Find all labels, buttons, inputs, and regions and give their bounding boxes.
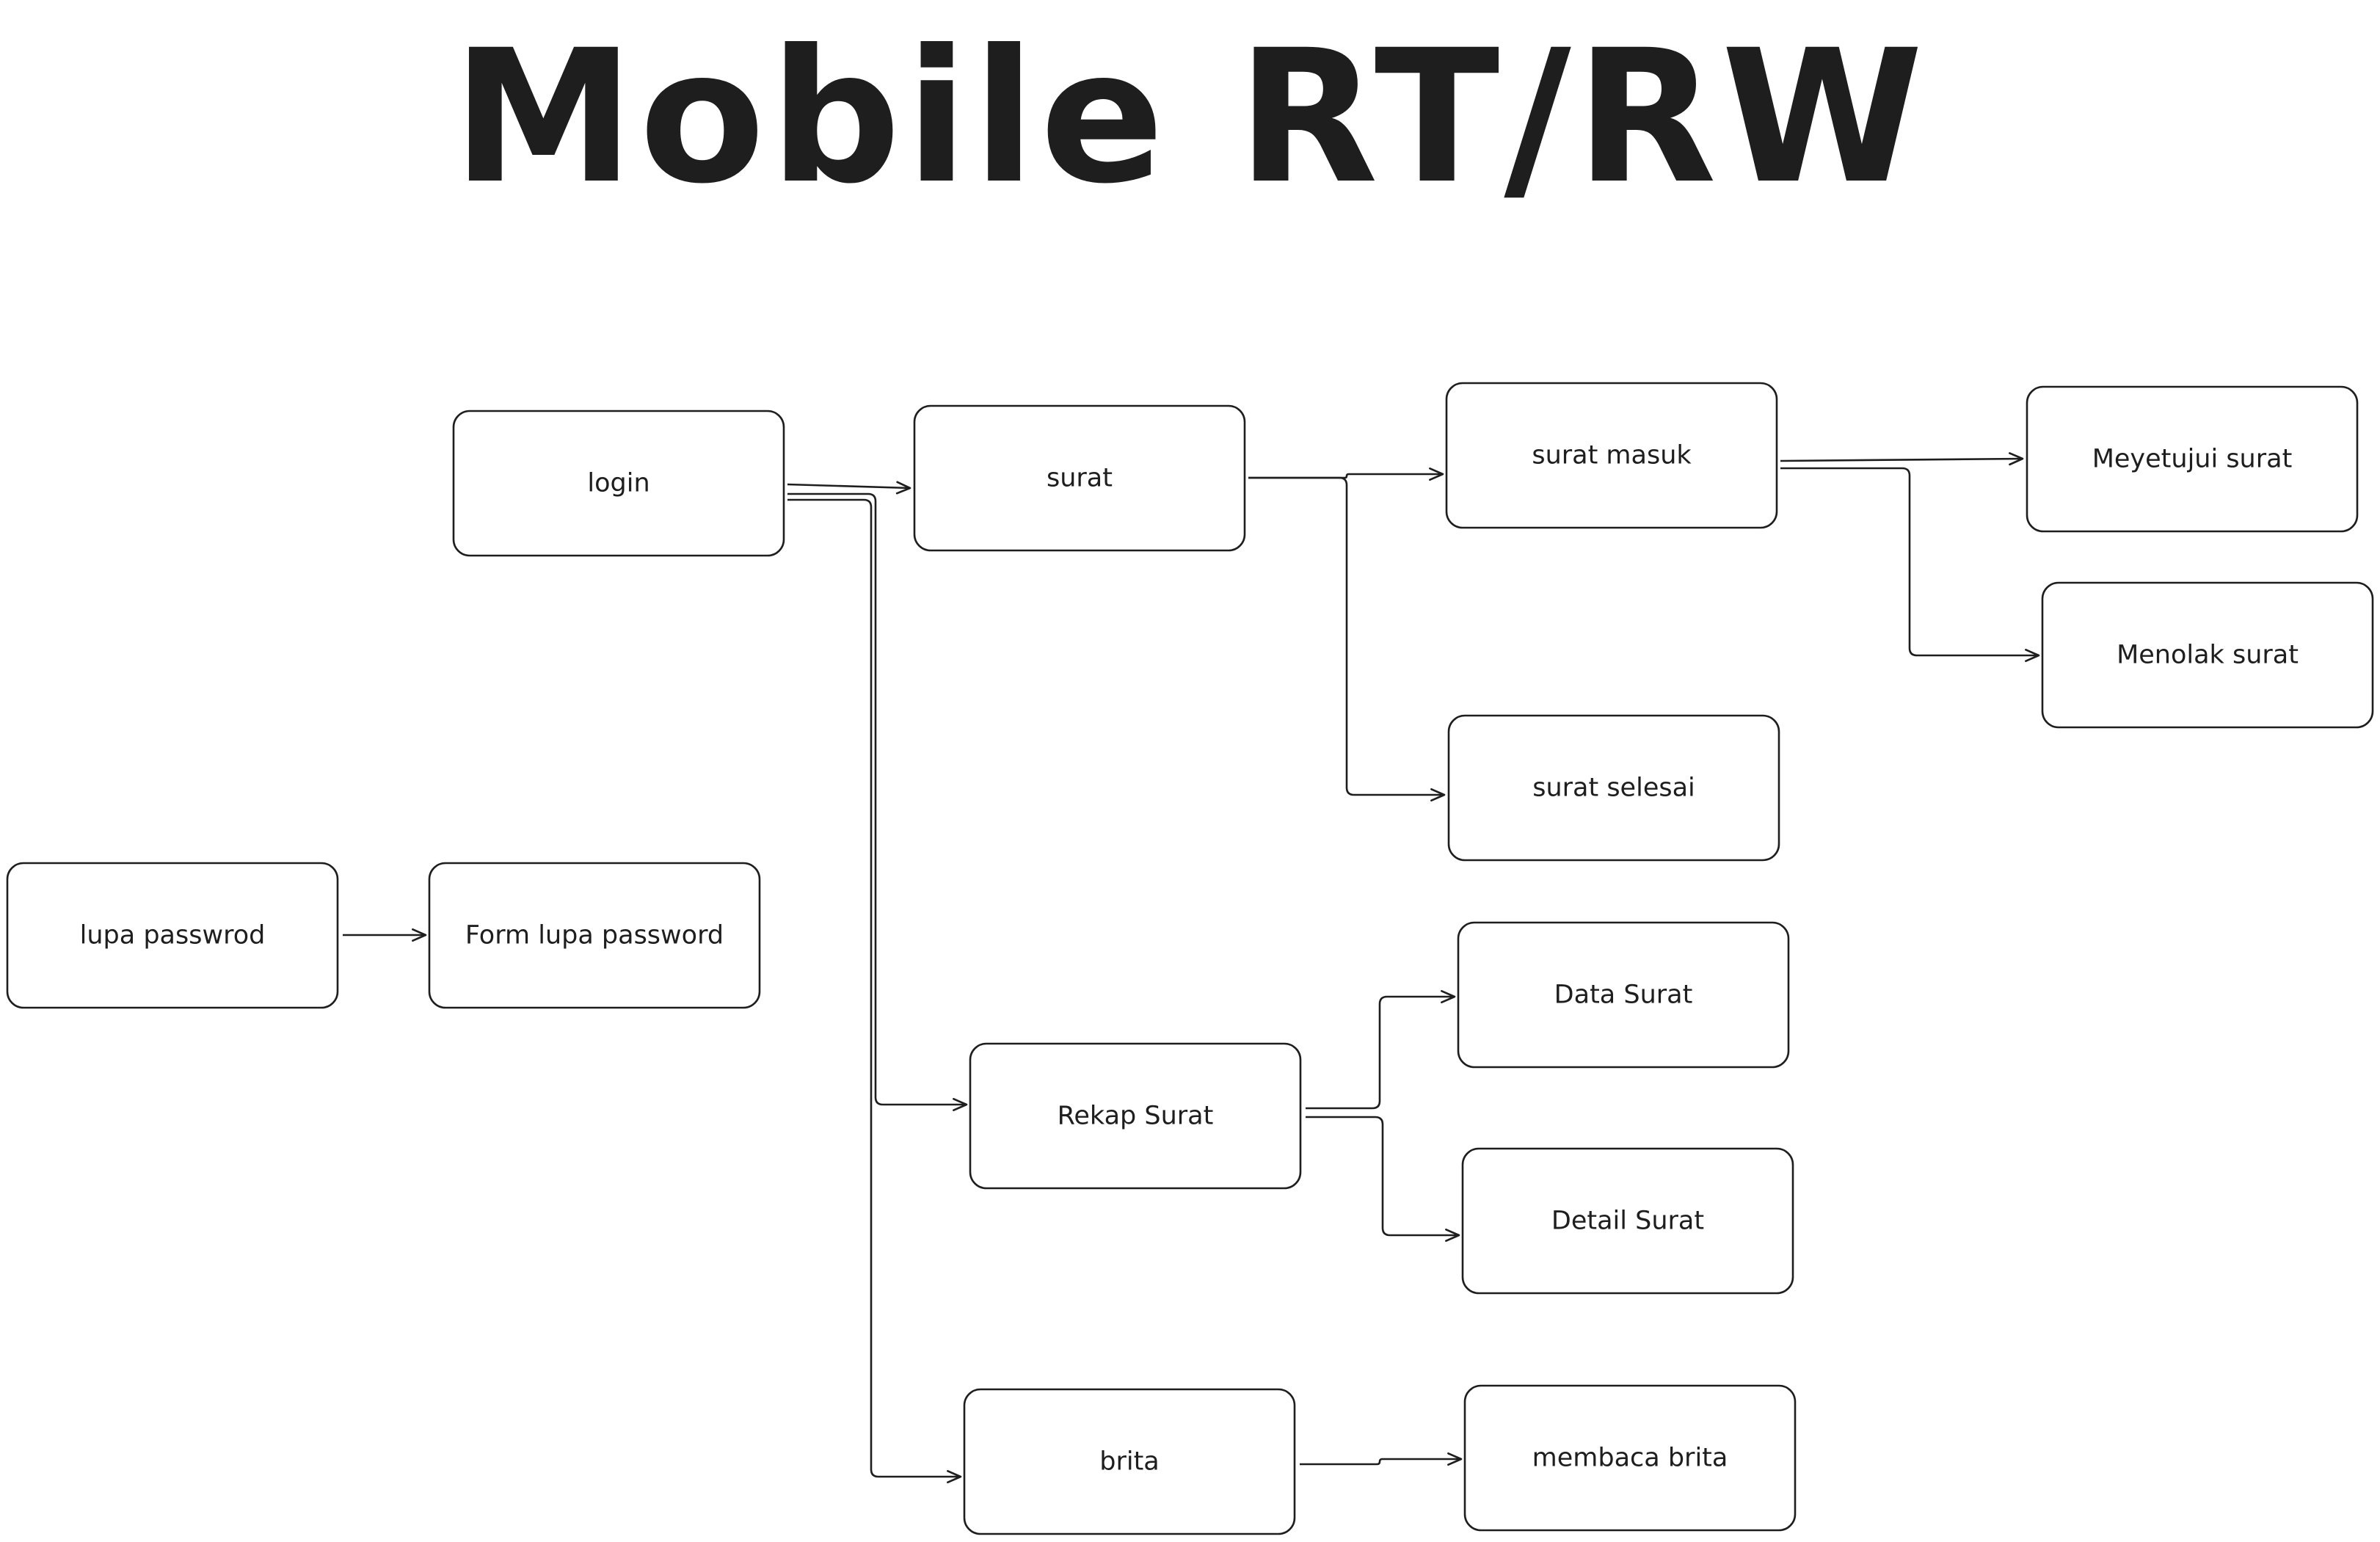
node-box bbox=[1445, 382, 1778, 529]
edge-surat-masuk-to-meyetujui-surat bbox=[1780, 452, 2024, 466]
node-box bbox=[1461, 1147, 1794, 1295]
edge-login-to-brita bbox=[787, 498, 962, 1484]
edge-brita-to-membaca-brita bbox=[1300, 1452, 1463, 1466]
node-label: surat bbox=[1047, 464, 1113, 493]
node-detail-surat: Detail Surat bbox=[1461, 1147, 1794, 1295]
node-surat: surat bbox=[913, 404, 1246, 552]
edge-rekap-surat-to-detail-surat bbox=[1306, 1116, 1460, 1243]
node-membaca-brita: membaca brita bbox=[1463, 1384, 1797, 1532]
node-label: surat selesai bbox=[1532, 774, 1695, 803]
diagram-title: Mobile RT/RW bbox=[452, 10, 1928, 224]
node-box bbox=[1447, 714, 1780, 862]
node-label: Rekap Surat bbox=[1058, 1102, 1214, 1131]
node-box bbox=[452, 410, 785, 557]
node-box bbox=[963, 1388, 1296, 1535]
node-surat-masuk: surat masuk bbox=[1445, 382, 1778, 529]
edge-surat-to-surat-selesai bbox=[1248, 476, 1446, 802]
node-label: Menolak surat bbox=[2117, 641, 2299, 670]
node-label: brita bbox=[1099, 1447, 1160, 1477]
node-box bbox=[1457, 921, 1790, 1069]
edge-surat-masuk-to-menolak-surat bbox=[1780, 467, 2040, 663]
node-form-lupa-password: Form lupa password bbox=[428, 862, 761, 1009]
node-lupa-passwrod: lupa passwrod bbox=[6, 862, 339, 1009]
node-data-surat: Data Surat bbox=[1457, 921, 1790, 1069]
node-box bbox=[2026, 385, 2359, 533]
node-label: membaca brita bbox=[1532, 1444, 1728, 1473]
edge-rekap-surat-to-data-surat bbox=[1306, 989, 1456, 1110]
node-surat-selesai: surat selesai bbox=[1447, 714, 1780, 862]
node-login: login bbox=[452, 410, 785, 557]
node-brita: brita bbox=[963, 1388, 1296, 1535]
node-box bbox=[428, 862, 761, 1009]
node-label: login bbox=[587, 469, 649, 498]
node-box bbox=[6, 862, 339, 1009]
node-label: Form lupa password bbox=[465, 921, 724, 950]
node-label: Meyetujui surat bbox=[2092, 445, 2293, 474]
nodes: login surat surat masuk Meyetujui suratMeno… bbox=[6, 382, 2374, 1535]
edges bbox=[343, 452, 2040, 1484]
node-label: Detail Surat bbox=[1551, 1207, 1704, 1236]
edge-login-to-rekap-surat bbox=[787, 492, 968, 1112]
node-box bbox=[2041, 581, 2374, 729]
edge-surat-to-surat-masuk bbox=[1248, 467, 1444, 481]
edge-login-to-surat bbox=[787, 481, 911, 495]
node-menolak-surat: Menolak surat bbox=[2041, 581, 2374, 729]
node-label: Data Surat bbox=[1554, 981, 1693, 1010]
node-meyetujui-surat: Meyetujui surat bbox=[2026, 385, 2359, 533]
node-box bbox=[1463, 1384, 1797, 1532]
node-box bbox=[969, 1042, 1302, 1190]
node-rekap-surat: Rekap Surat bbox=[969, 1042, 1302, 1190]
node-label: lupa passwrod bbox=[80, 921, 266, 950]
node-box bbox=[913, 404, 1246, 552]
node-label: surat masuk bbox=[1532, 441, 1692, 470]
